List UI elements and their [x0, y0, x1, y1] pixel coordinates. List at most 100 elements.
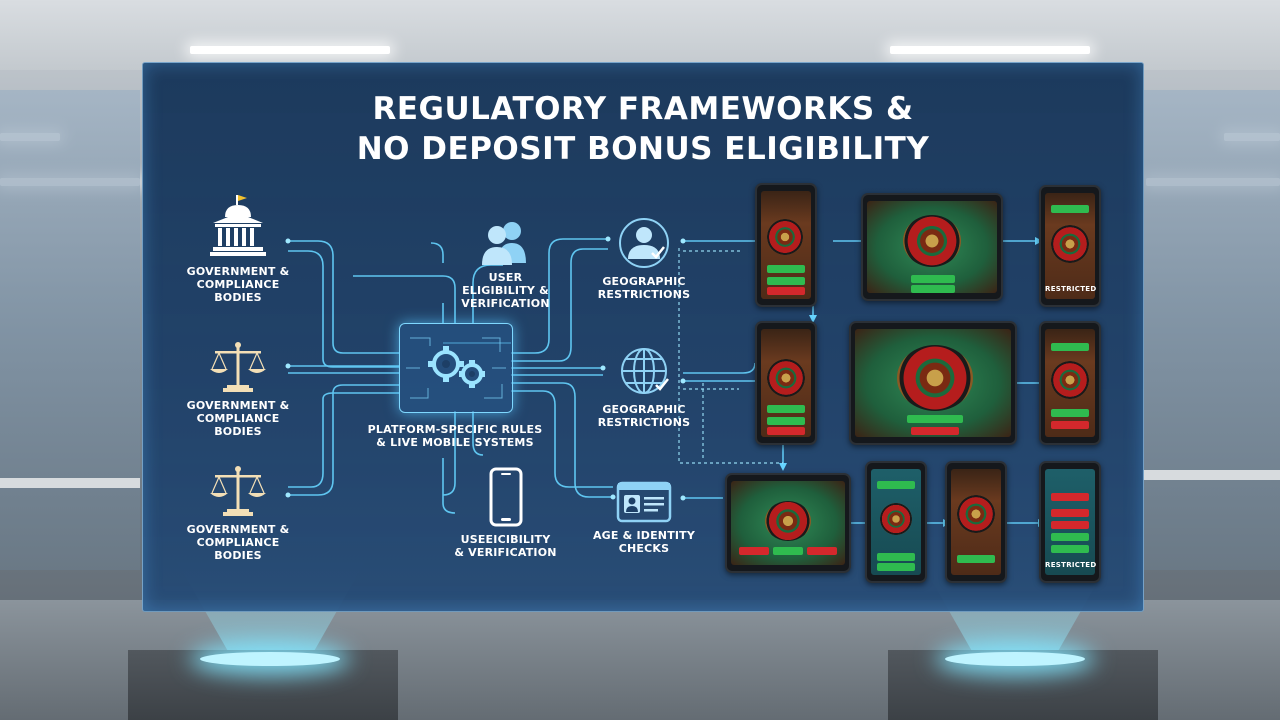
users-icon — [481, 222, 526, 265]
label-line: & VERIFICATION — [454, 546, 557, 559]
left-node-2: GOVERNMENT & COMPLIANCE BODIES — [173, 341, 303, 438]
office-window-right — [1142, 90, 1280, 570]
tablet-mockup — [849, 321, 1017, 445]
phone-screen — [761, 329, 811, 437]
scales-of-justice-icon — [210, 466, 266, 516]
screen-button — [807, 547, 837, 555]
screen-button — [877, 481, 915, 489]
hologram-panel: REGULATORY FRAMEWORKS & NO DEPOSIT BONUS… — [142, 62, 1144, 612]
middle-node-2-label: USEEICIBILITY & VERIFICATION — [443, 533, 568, 559]
connection-wires — [285, 236, 1047, 527]
id-card-icon — [616, 481, 672, 523]
ceiling-light — [890, 46, 1090, 54]
tablet-screen — [855, 329, 1011, 437]
hub-label: PLATFORM-SPECIFIC RULES & LIVE MOBILE SY… — [355, 423, 555, 449]
screen-button — [877, 563, 915, 571]
label-line: GEOGRAPHIC — [602, 403, 686, 416]
tablet-screen — [731, 481, 845, 565]
left-node-3-label: GOVERNMENT & COMPLIANCE BODIES — [173, 523, 303, 562]
left-node-1-label: GOVERNMENT & COMPLIANCE BODIES — [173, 265, 303, 304]
screen-button — [877, 553, 915, 561]
label-line: RESTRICTIONS — [597, 288, 691, 301]
screen-button — [1051, 205, 1089, 213]
phone-screen — [761, 191, 811, 299]
label-line: USER — [488, 271, 523, 284]
screen-button — [957, 555, 995, 563]
restricted-label: RESTRICTED — [1045, 561, 1097, 569]
label-line: CHECKS — [618, 542, 670, 555]
screen-button — [1051, 521, 1089, 529]
screen-button — [767, 277, 805, 285]
phone-screen — [1045, 329, 1095, 437]
government-building-icon — [210, 195, 266, 256]
globe-icon — [621, 348, 669, 394]
phone-mockup: RESTRICTED — [1039, 461, 1101, 583]
title-line-2: NO DEPOSIT BONUS ELIGIBILITY — [356, 131, 930, 167]
left-node-3: GOVERNMENT & COMPLIANCE BODIES — [173, 465, 303, 562]
label-line: PLATFORM-SPECIFIC RULES — [367, 423, 543, 436]
label-line: GOVERNMENT & — [186, 523, 290, 536]
right-node-3-label: AGE & IDENTITY CHECKS — [579, 529, 709, 555]
phone-mockup — [1039, 321, 1101, 445]
phone-screen: RESTRICTED — [1045, 469, 1097, 575]
office-window-left — [0, 90, 140, 570]
label-line: AGE & IDENTITY — [592, 529, 696, 542]
ceiling-light — [190, 46, 390, 54]
screen-button — [911, 285, 955, 293]
label-line: USEEICIBILITY — [460, 533, 551, 546]
right-node-3: AGE & IDENTITY CHECKS — [579, 481, 709, 555]
roulette-wheel — [897, 345, 973, 411]
middle-node-1: USER ELIGIBILITY & VERIFICATION — [443, 219, 568, 310]
projector-glow — [945, 652, 1085, 666]
roulette-wheel — [767, 359, 805, 397]
roulette-wheel — [903, 215, 961, 267]
screen-button — [1051, 409, 1089, 417]
tablet-screen — [867, 201, 997, 293]
phone-mockup — [945, 461, 1007, 583]
phone-screen: RESTRICTED — [1045, 193, 1097, 299]
office-desk — [1142, 470, 1280, 480]
user-check-icon — [619, 218, 669, 268]
phone-mockup — [755, 183, 817, 307]
screen-button — [767, 265, 805, 273]
restricted-label: RESTRICTED — [1045, 285, 1097, 293]
screen-button — [911, 275, 955, 283]
projector-glow — [200, 652, 340, 666]
circuit-gears-icon — [406, 337, 506, 399]
phone-screen — [951, 469, 1001, 575]
screen-button — [1051, 509, 1089, 517]
diagram-title: REGULATORY FRAMEWORKS & NO DEPOSIT BONUS… — [143, 89, 1143, 169]
tablet-mockup — [725, 473, 851, 573]
office-desk — [0, 478, 140, 488]
left-node-1: GOVERNMENT & COMPLIANCE BODIES — [173, 193, 303, 304]
platform-rules-hub — [399, 323, 513, 413]
roulette-wheel — [1051, 361, 1089, 399]
screen-button — [1051, 421, 1089, 429]
screen-button — [1051, 343, 1089, 351]
label-line: GOVERNMENT & — [186, 399, 290, 412]
label-line: GEOGRAPHIC — [602, 275, 686, 288]
phone-mockup — [865, 461, 927, 583]
right-node-2: GEOGRAPHIC RESTRICTIONS — [579, 345, 709, 429]
screen-button — [911, 427, 959, 435]
label-line: COMPLIANCE BODIES — [196, 412, 280, 438]
phone-mockup — [755, 321, 817, 445]
screen-button — [767, 287, 805, 295]
office-ceiling — [0, 0, 1280, 70]
screen-button — [907, 415, 963, 423]
label-line: COMPLIANCE BODIES — [196, 278, 280, 304]
screen-button — [767, 417, 805, 425]
roulette-wheel — [767, 219, 803, 255]
screen-button — [1051, 493, 1089, 501]
screen-button — [1051, 533, 1089, 541]
label-line: RESTRICTIONS — [597, 416, 691, 429]
right-node-1-label: GEOGRAPHIC RESTRICTIONS — [579, 275, 709, 301]
right-node-1: GEOGRAPHIC RESTRICTIONS — [579, 217, 709, 301]
title-line-1: REGULATORY FRAMEWORKS & — [372, 91, 914, 127]
left-node-2-label: GOVERNMENT & COMPLIANCE BODIES — [173, 399, 303, 438]
phone-mockup: RESTRICTED — [1039, 185, 1101, 307]
screen-button — [767, 405, 805, 413]
screen-button — [739, 547, 769, 555]
phone-screen — [871, 469, 921, 575]
scales-of-justice-icon — [210, 342, 266, 392]
